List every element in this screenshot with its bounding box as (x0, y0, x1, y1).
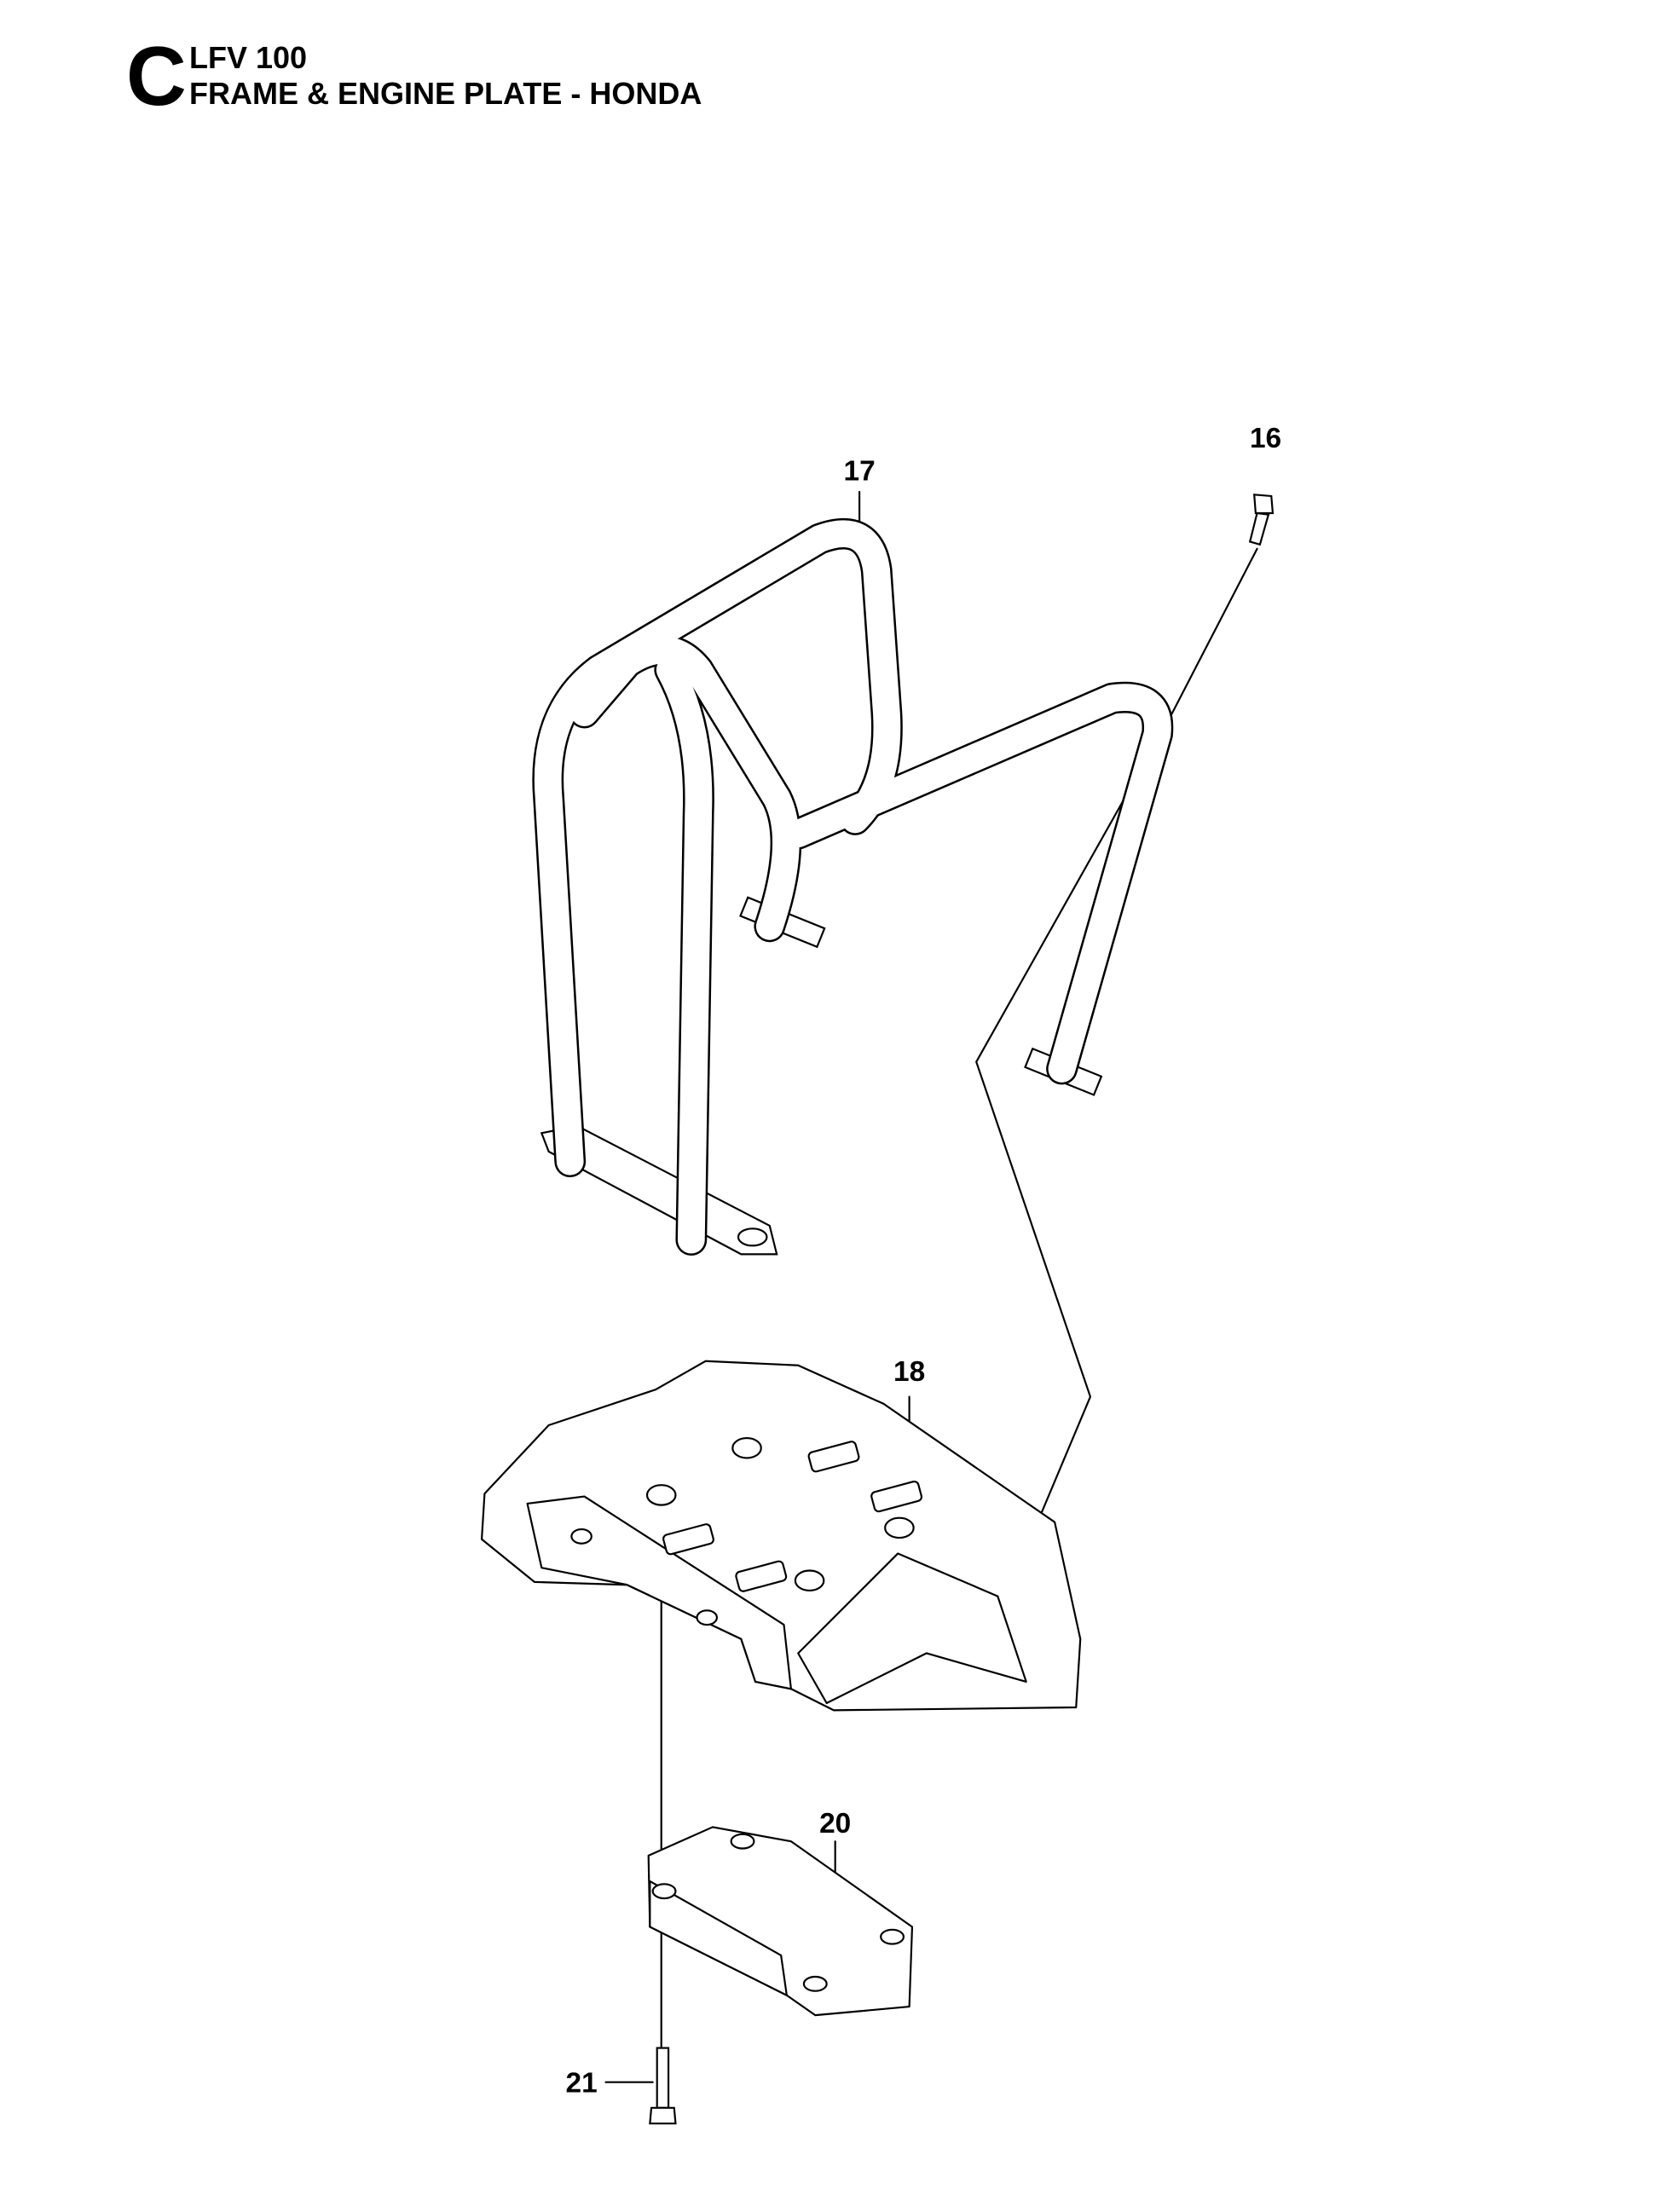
engine-plate-part-18 (480, 1360, 1082, 1712)
section-letter: C (126, 29, 187, 123)
frame-part-17 (532, 517, 1174, 1256)
callout-20: 20 (819, 1808, 851, 1839)
bolt-part-16 (1248, 494, 1275, 546)
callout-18: 18 (893, 1356, 925, 1388)
page-title: FRAME & ENGINE PLATE - HONDA (189, 76, 702, 111)
bolt-part-21 (649, 2047, 677, 2125)
plate-part-20 (647, 1826, 914, 2017)
callout-17: 17 (844, 456, 876, 488)
callout-16: 16 (1250, 423, 1281, 454)
leader-16 (975, 547, 1258, 1523)
model-name: LFV 100 (189, 40, 308, 75)
callout-21: 21 (566, 2067, 598, 2099)
